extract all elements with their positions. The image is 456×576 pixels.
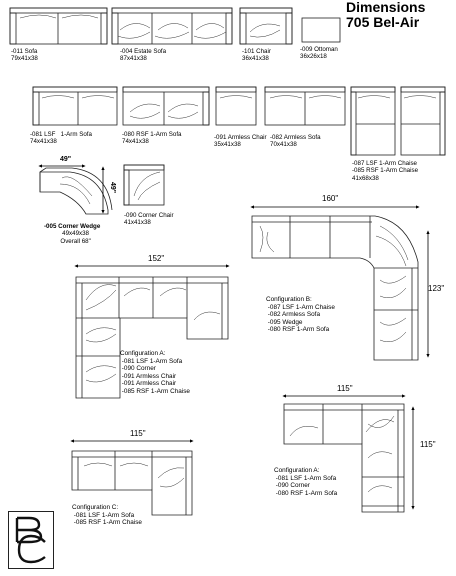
title-line-2: 705 Bel-Air bbox=[346, 14, 420, 30]
config-b-height: 123" bbox=[428, 284, 445, 293]
config-a1-legend: Configuration A: -081 LSF 1-Arm Sofa -09… bbox=[120, 350, 190, 396]
config-a2-height: 115" bbox=[420, 440, 436, 449]
config-a2-width: 115" bbox=[337, 384, 353, 393]
ottoman-009-drawing bbox=[301, 17, 341, 43]
wedge-code: -005 Corner Wedge bbox=[44, 223, 101, 230]
chaise-drawing bbox=[350, 86, 446, 156]
config-a1-line-2: -090 Corner bbox=[121, 365, 156, 373]
config-a1-title: Configuration A: bbox=[120, 350, 166, 357]
lsf-code-2: 1-Arm Sofa bbox=[60, 131, 92, 138]
wedge-width-dim: 49" bbox=[60, 156, 72, 163]
title-line-1: Dimensions bbox=[346, 0, 426, 15]
config-a2-line-2: -090 Corner bbox=[275, 482, 310, 490]
lsf-code: -081 LSF bbox=[30, 131, 56, 138]
wedge-size: 49x49x38 bbox=[62, 230, 89, 238]
page-title: Dimensions 705 Bel-Air bbox=[346, 0, 425, 30]
config-a1-line-1: -081 LSF 1-Arm Sofa bbox=[121, 357, 183, 365]
config-b-line-2: -082 Armless Sofa bbox=[267, 311, 320, 319]
ottoman-code: -009 Ottoman bbox=[300, 46, 338, 53]
config-a2-line-1: -081 LSF 1-Arm Sofa bbox=[275, 474, 337, 482]
sofa-011-code: -011 Sofa bbox=[11, 48, 38, 55]
config-b-line-1: -087 LSF 1-Arm Chaise bbox=[267, 303, 335, 311]
config-b-legend: Configuration B: -087 LSF 1-Arm Chaise -… bbox=[266, 296, 335, 334]
chair-101-size: 36x41x38 bbox=[242, 55, 269, 63]
sofa-011-drawing bbox=[9, 7, 108, 45]
config-a1-width: 152" bbox=[148, 254, 165, 263]
config-c-line-1: -081 LSF 1-Arm Sofa bbox=[73, 511, 135, 519]
config-c-title: Configuration C: bbox=[72, 504, 119, 511]
config-b-width: 160" bbox=[322, 194, 339, 203]
ottoman-size: 36x26x18 bbox=[300, 53, 327, 61]
config-b-line-4: -080 RSF 1-Arm Sofa bbox=[267, 326, 330, 334]
config-a2-line-3: -080 RSF 1-Arm Sofa bbox=[275, 489, 338, 497]
chair-101-code: -101 Chair bbox=[242, 48, 271, 55]
estate-sofa-code: -004 Estate Sofa bbox=[120, 48, 167, 55]
armless-chair-drawing bbox=[215, 86, 257, 126]
config-c-legend: Configuration C: -081 LSF 1-Arm Sofa -08… bbox=[72, 504, 142, 527]
config-a1-drawing bbox=[74, 264, 230, 399]
config-a1-line-4: -091 Armless Chair bbox=[121, 380, 177, 388]
chaise-size: 41x68x38 bbox=[352, 174, 379, 182]
chaise-code-1: -087 LSF 1-Arm Chaise bbox=[352, 160, 417, 167]
corner-wedge-drawing bbox=[38, 164, 113, 215]
rsf-size: 74x41x38 bbox=[122, 138, 149, 146]
corner-chair-drawing bbox=[123, 164, 165, 206]
chair-101-drawing bbox=[239, 7, 293, 45]
armless-sofa-code: -082 Armless Sofa bbox=[270, 134, 321, 141]
config-a1-line-3: -091 Armless Chair bbox=[121, 372, 177, 380]
armless-sofa-drawing bbox=[264, 86, 346, 126]
chaise-code-2: -085 RSF 1-Arm Chaise bbox=[352, 167, 419, 175]
config-b-line-3: -095 Wedge bbox=[267, 318, 303, 326]
armless-chair-size: 35x41x38 bbox=[214, 141, 241, 149]
corner-chair-code: -090 Corner Chair bbox=[124, 212, 174, 219]
chaise-label: -087 LSF 1-Arm Chaise-085 RSF 1-Arm Chai… bbox=[352, 160, 418, 182]
sofa-011-size: 79x41x38 bbox=[11, 55, 38, 63]
rsf-code: -080 RSF 1-Arm Sofa bbox=[122, 131, 182, 138]
corner-chair-size: 41x41x38 bbox=[124, 219, 151, 227]
wedge-height-dim: 49" bbox=[109, 181, 117, 194]
lsf-size: 74x41x38 bbox=[30, 138, 57, 146]
config-a1-line-5: -085 RSF 1-Arm Chaise bbox=[121, 387, 190, 395]
estate-sofa-size: 87x41x38 bbox=[120, 55, 147, 63]
config-c-width: 115" bbox=[130, 429, 146, 438]
lsf-1arm-sofa-drawing bbox=[32, 86, 118, 126]
config-a2-title: Configuration A: bbox=[274, 467, 320, 474]
armless-sofa-size: 70x41x38 bbox=[270, 141, 297, 149]
config-b-drawing bbox=[250, 205, 430, 361]
brand-logo bbox=[8, 511, 54, 569]
wedge-overall: Overall 68" bbox=[60, 237, 91, 245]
wedge-label: -005 Corner Wedge 49x49x38 Overall 68" bbox=[44, 223, 100, 245]
config-b-title: Configuration B: bbox=[266, 296, 312, 303]
config-a2-legend: Configuration A: -081 LSF 1-Arm Sofa -09… bbox=[274, 467, 337, 497]
estate-sofa-004-drawing bbox=[111, 7, 233, 45]
armless-chair-code: -091 Armless Chair bbox=[214, 134, 267, 141]
config-a2-drawing bbox=[282, 394, 415, 513]
config-c-drawing bbox=[70, 439, 194, 516]
monogram-icon bbox=[15, 516, 46, 564]
config-c-line-2: -085 RSF 1-Arm Chaise bbox=[73, 519, 142, 527]
rsf-1arm-sofa-drawing bbox=[122, 86, 210, 126]
